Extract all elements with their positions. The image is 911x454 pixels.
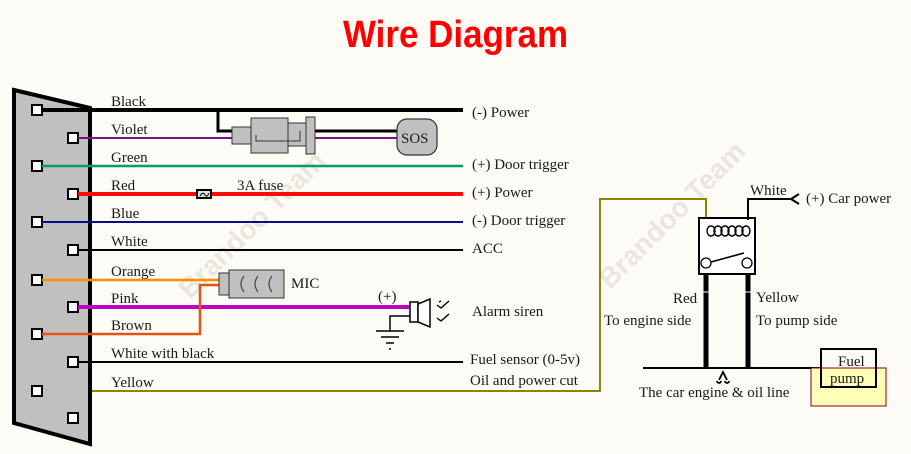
function-label-yellow: Oil and power cut bbox=[470, 373, 579, 389]
cut-scissors-icon bbox=[716, 369, 730, 384]
pin-green bbox=[31, 160, 43, 172]
wire-brown bbox=[42, 283, 229, 336]
wire-label-orange: Orange bbox=[111, 264, 155, 280]
function-label-pink: Alarm siren bbox=[472, 304, 544, 320]
car-power-label: (+) Car power bbox=[806, 191, 891, 207]
function-label-white-with-black: Fuel sensor (0-5v) bbox=[470, 352, 580, 368]
fuel-pump-label-2: pump bbox=[830, 371, 864, 387]
wire-label-white: White bbox=[111, 234, 148, 250]
pin-black bbox=[31, 104, 43, 116]
wire-label-blue: Blue bbox=[111, 206, 140, 222]
wire-label-yellow: Yellow bbox=[111, 375, 154, 391]
relay-icon bbox=[698, 198, 790, 368]
pin-brown bbox=[31, 328, 43, 340]
function-label-black: (-) Power bbox=[472, 105, 529, 121]
relay-white-label: White bbox=[750, 183, 787, 199]
connector-block bbox=[12, 87, 92, 447]
pin-red bbox=[67, 188, 79, 200]
function-label-green: (+) Door trigger bbox=[472, 157, 569, 173]
siren-polarity-label: (+) bbox=[378, 289, 396, 305]
pin-blue bbox=[31, 216, 43, 228]
wire-label-black: Black bbox=[111, 94, 146, 110]
ground-icon bbox=[376, 330, 404, 350]
pin-orange bbox=[31, 274, 43, 286]
wire-label-violet: Violet bbox=[111, 122, 148, 138]
engine-side-label: To engine side bbox=[604, 313, 692, 329]
connector-body bbox=[12, 87, 92, 447]
wire-label-brown: Brown bbox=[111, 318, 152, 334]
wire-label-white-with-black: White with black bbox=[111, 346, 215, 362]
relay-red-label: Red bbox=[673, 291, 698, 307]
yellow-wire-to-relay bbox=[92, 198, 707, 392]
fuel-pump: Fuel pump bbox=[810, 348, 887, 407]
fuse-icon bbox=[196, 189, 212, 199]
pin-unused bbox=[67, 412, 79, 424]
wire-label-pink: Pink bbox=[111, 291, 139, 307]
page-title: Wire Diagram bbox=[342, 14, 569, 56]
siren-icon bbox=[389, 297, 450, 331]
wire-name-labels: BlackVioletGreenRedBlueWhiteOrangePinkBr… bbox=[111, 94, 215, 391]
pin-violet bbox=[67, 132, 79, 144]
pin-pink bbox=[67, 301, 79, 313]
function-label-white: ACC bbox=[472, 241, 503, 257]
fuse-label: 3A fuse bbox=[237, 178, 284, 194]
pin-white bbox=[67, 244, 79, 256]
function-label-blue: (-) Door trigger bbox=[472, 213, 565, 229]
pump-side-label: To pump side bbox=[756, 313, 838, 329]
sos-button: SOS bbox=[216, 110, 438, 156]
car-power-arrow-icon bbox=[789, 193, 800, 205]
wire-label-red: Red bbox=[111, 178, 136, 194]
fuel-pump-label-1: Fuel bbox=[838, 354, 865, 370]
mic-icon bbox=[218, 269, 285, 299]
pin-white-with-black bbox=[67, 356, 79, 368]
wires bbox=[42, 108, 463, 363]
mic-label: MIC bbox=[291, 276, 319, 292]
function-label-red: (+) Power bbox=[472, 185, 533, 201]
pin-yellow bbox=[31, 385, 43, 397]
wire-label-green: Green bbox=[111, 150, 148, 166]
sos-label: SOS bbox=[401, 131, 429, 147]
engine-line-label: The car engine & oil line bbox=[639, 385, 790, 401]
relay-yellow-label: Yellow bbox=[756, 290, 799, 306]
